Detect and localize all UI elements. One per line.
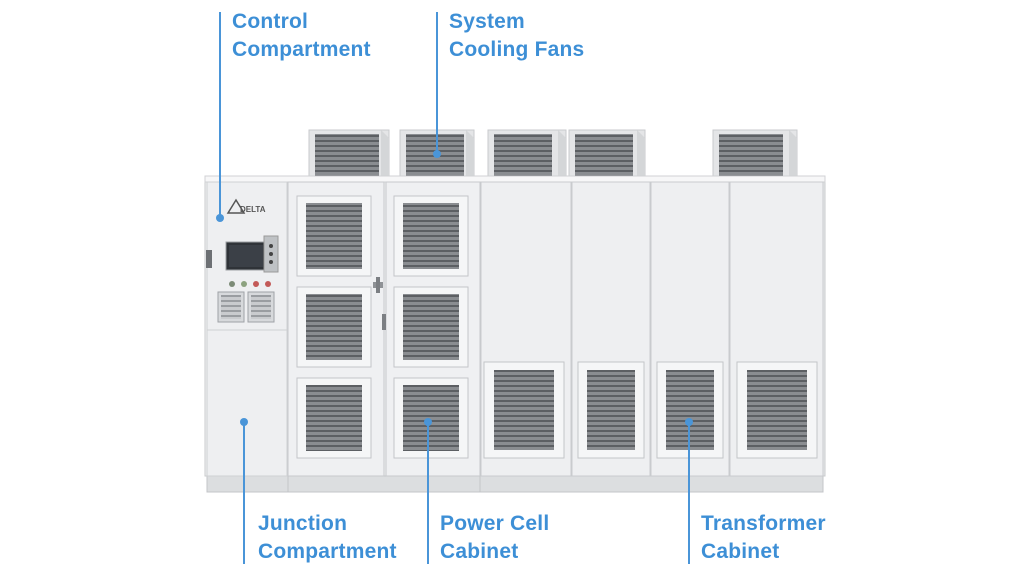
label-junction-line2: Compartment xyxy=(258,540,397,563)
label-system-cooling-fans: System Cooling Fans xyxy=(449,8,584,64)
transformer-leader-line xyxy=(688,424,690,564)
label-fans-line1: System xyxy=(449,10,525,33)
junction-compartment xyxy=(206,329,288,477)
svg-text:DELTA: DELTA xyxy=(240,205,266,214)
label-power-line1: Power Cell xyxy=(440,512,550,535)
control-compartment: DELTA xyxy=(206,181,288,331)
control-leader-dot xyxy=(216,214,224,222)
power-leader-dot xyxy=(424,418,432,426)
fans-leader-line xyxy=(436,12,438,154)
fan-3 xyxy=(487,129,567,186)
label-power-line2: Cabinet xyxy=(440,540,519,563)
label-fans-line2: Cooling Fans xyxy=(449,38,585,61)
label-power-cell-cabinet: Power Cell Cabinet xyxy=(440,510,549,566)
power-cell-cabinet xyxy=(287,181,481,477)
junction-leader-line xyxy=(243,424,245,564)
fans-leader-dot xyxy=(433,150,441,158)
label-control-line2: Compartment xyxy=(232,38,371,61)
label-control-line1: Control xyxy=(232,10,309,33)
label-junction-line1: Junction xyxy=(258,512,348,535)
label-control-compartment: Control Compartment xyxy=(232,8,371,64)
label-junction-compartment: Junction Compartment xyxy=(258,510,397,566)
label-transformer-line2: Cabinet xyxy=(701,540,780,563)
control-leader-line xyxy=(219,12,221,218)
transformer-cabinet xyxy=(480,181,824,477)
power-leader-line xyxy=(427,424,429,564)
delta-logo: DELTA xyxy=(226,198,266,214)
junction-leader-dot xyxy=(240,418,248,426)
transformer-leader-dot xyxy=(685,418,693,426)
label-transformer-cabinet: Transformer Cabinet xyxy=(701,510,826,566)
label-transformer-line1: Transformer xyxy=(701,512,826,535)
